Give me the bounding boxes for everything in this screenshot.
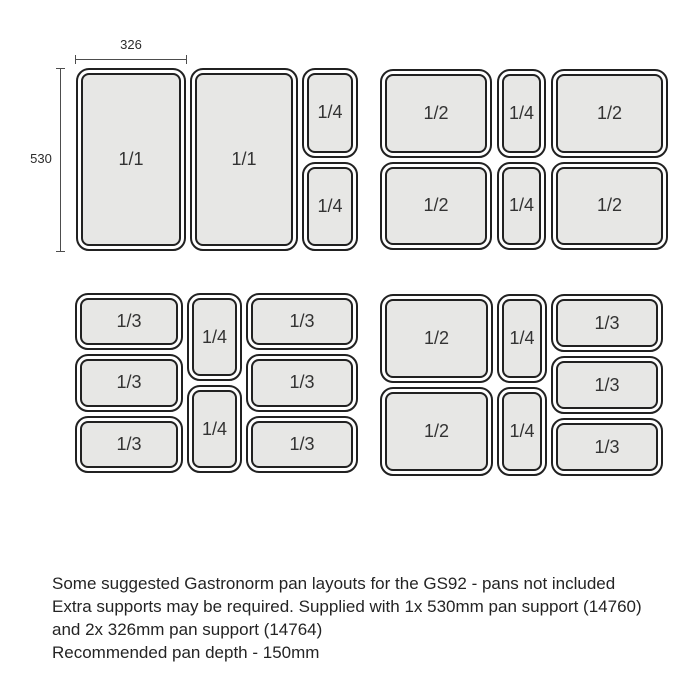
pan-size-label: 1/2 bbox=[423, 328, 450, 348]
pan-size-label: 1/4 bbox=[201, 326, 228, 347]
pan-full: 1/1 bbox=[76, 68, 186, 251]
pan-size-label: 1/3 bbox=[116, 372, 142, 393]
pan-quarter: 1/4 bbox=[497, 161, 546, 250]
quarter-pan-column: 1/4 1/4 bbox=[187, 293, 242, 473]
pan-third: 1/3 bbox=[75, 354, 183, 412]
pan-size-label: 1/4 bbox=[508, 195, 535, 216]
caption-line: and 2x 326mm pan support (14764) bbox=[52, 620, 323, 639]
pan-size-label: 1/3 bbox=[289, 372, 315, 393]
height-dimension-label: 530 bbox=[30, 151, 52, 166]
pan-size-label: 1/2 bbox=[596, 102, 623, 123]
pan-quarter: 1/4 bbox=[497, 387, 547, 476]
pan-size-label: 1/1 bbox=[231, 149, 257, 169]
pan-half: 1/2 bbox=[551, 69, 668, 158]
layout-group-bottom-left: 1/3 1/3 1/3 1/4 1/4 1/3 1/3 bbox=[75, 293, 358, 473]
half-pan-column: 1/2 1/2 bbox=[380, 294, 493, 476]
layout-group-top-right: 1/2 1/2 1/4 1/4 1/2 1/2 bbox=[380, 69, 668, 250]
pan-half: 1/2 bbox=[380, 387, 493, 476]
quarter-pan-column: 1/4 1/4 bbox=[497, 69, 546, 250]
caption-line: Extra supports may be required. Supplied… bbox=[52, 597, 642, 616]
half-pan-column: 1/2 1/2 bbox=[551, 69, 668, 250]
pan-third: 1/3 bbox=[246, 293, 358, 351]
pan-size-label: 1/4 bbox=[317, 102, 343, 123]
pan-size-label: 1/3 bbox=[289, 311, 315, 332]
quarter-pan-column: 1/4 1/4 bbox=[497, 294, 547, 476]
quarter-pan-column: 1/4 1/4 bbox=[302, 68, 358, 251]
pan-quarter: 1/4 bbox=[187, 293, 242, 381]
pan-half: 1/2 bbox=[551, 161, 668, 250]
caption-line: Some suggested Gastronorm pan layouts fo… bbox=[52, 574, 616, 593]
pan-third: 1/3 bbox=[75, 293, 183, 351]
pan-quarter: 1/4 bbox=[497, 294, 547, 383]
height-dimension-line bbox=[56, 68, 65, 252]
pan-size-label: 1/2 bbox=[423, 421, 450, 441]
pan-size-label: 1/1 bbox=[118, 149, 144, 169]
pan-size-label: 1/3 bbox=[116, 433, 142, 454]
pan-half: 1/2 bbox=[380, 69, 492, 158]
pan-size-label: 1/3 bbox=[289, 433, 315, 454]
pan-quarter: 1/4 bbox=[302, 161, 358, 251]
caption-text: Some suggested Gastronorm pan layouts fo… bbox=[52, 572, 642, 664]
half-pan-column: 1/2 1/2 bbox=[380, 69, 492, 250]
pan-third: 1/3 bbox=[246, 354, 358, 412]
width-dimension-label: 326 bbox=[120, 37, 142, 52]
third-pan-column: 1/3 1/3 1/3 bbox=[75, 293, 183, 473]
pan-size-label: 1/4 bbox=[201, 418, 228, 439]
pan-quarter: 1/4 bbox=[497, 69, 546, 158]
pan-half: 1/2 bbox=[380, 294, 493, 383]
pan-third: 1/3 bbox=[246, 415, 358, 473]
layout-group-top-left: 1/1 1/1 1/4 1/4 bbox=[76, 68, 358, 251]
pan-quarter: 1/4 bbox=[187, 385, 242, 473]
pan-size-label: 1/4 bbox=[508, 102, 535, 123]
caption-line: Recommended pan depth - 150mm bbox=[52, 643, 320, 662]
width-dimension-line bbox=[75, 55, 187, 64]
pan-quarter: 1/4 bbox=[302, 68, 358, 158]
pan-half: 1/2 bbox=[380, 161, 492, 250]
pan-size-label: 1/4 bbox=[509, 328, 535, 348]
pan-size-label: 1/3 bbox=[594, 436, 620, 457]
pan-third: 1/3 bbox=[75, 415, 183, 473]
pan-third: 1/3 bbox=[551, 418, 663, 476]
pan-size-label: 1/2 bbox=[423, 195, 449, 216]
pan-size-label: 1/4 bbox=[509, 421, 535, 441]
pan-size-label: 1/2 bbox=[423, 102, 449, 123]
pan-size-label: 1/3 bbox=[116, 311, 142, 332]
pan-size-label: 1/2 bbox=[596, 195, 623, 216]
pan-full: 1/1 bbox=[190, 68, 298, 251]
pan-size-label: 1/3 bbox=[594, 312, 620, 333]
pan-size-label: 1/3 bbox=[594, 374, 620, 395]
pan-third: 1/3 bbox=[551, 294, 663, 352]
third-pan-column: 1/3 1/3 1/3 bbox=[551, 294, 663, 476]
pan-third: 1/3 bbox=[551, 356, 663, 414]
pan-size-label: 1/4 bbox=[317, 195, 343, 216]
layout-group-bottom-right: 1/2 1/2 1/4 1/4 1/3 1/3 1/3 bbox=[380, 294, 663, 476]
third-pan-column: 1/3 1/3 1/3 bbox=[246, 293, 358, 473]
